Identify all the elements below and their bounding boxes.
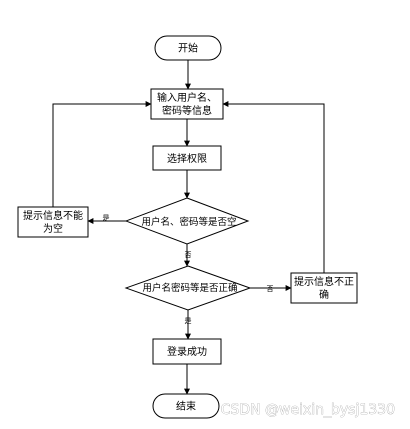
edge-label-empty-yes: 是 xyxy=(103,214,110,222)
input-label-line1: 输入用户名、 xyxy=(157,91,217,104)
end-node: 结束 xyxy=(152,393,220,419)
warn-wrong-line1: 提示信息不正 xyxy=(294,275,354,288)
warn-empty-line2: 为空 xyxy=(43,222,63,235)
select-permission-node: 选择权限 xyxy=(152,145,222,171)
edge-warn-empty-to-input xyxy=(52,101,152,207)
watermark-text: CSDN @weixin_bysj1330 xyxy=(221,402,395,418)
check-correct-decision: 用户名密码等是否正确 xyxy=(124,265,252,311)
edge-label-correct-yes: 是 xyxy=(185,317,192,325)
login-success-node: 登录成功 xyxy=(152,338,222,365)
warn-wrong-line2: 确 xyxy=(319,288,329,301)
start-label: 开始 xyxy=(178,42,198,55)
edge-label-correct-no: 否 xyxy=(267,285,274,293)
start-node: 开始 xyxy=(154,35,222,61)
check-correct-label: 用户名密码等是否正确 xyxy=(142,282,237,294)
input-label-line2: 密码等信息 xyxy=(162,104,212,117)
end-label: 结束 xyxy=(176,400,196,413)
check-empty-decision: 用户名、密码等是否空 xyxy=(124,197,250,245)
warn-empty-node: 提示信息不能 为空 xyxy=(17,206,89,238)
edge-label-empty-no: 否 xyxy=(185,251,192,259)
login-success-label: 登录成功 xyxy=(167,345,207,358)
edge-warn-wrong-to-input xyxy=(222,101,325,273)
select-permission-label: 选择权限 xyxy=(167,152,207,165)
input-node: 输入用户名、 密码等信息 xyxy=(150,88,224,120)
warn-empty-line1: 提示信息不能 xyxy=(23,209,83,222)
check-empty-label: 用户名、密码等是否空 xyxy=(141,216,236,228)
warn-wrong-node: 提示信息不正 确 xyxy=(290,272,358,304)
